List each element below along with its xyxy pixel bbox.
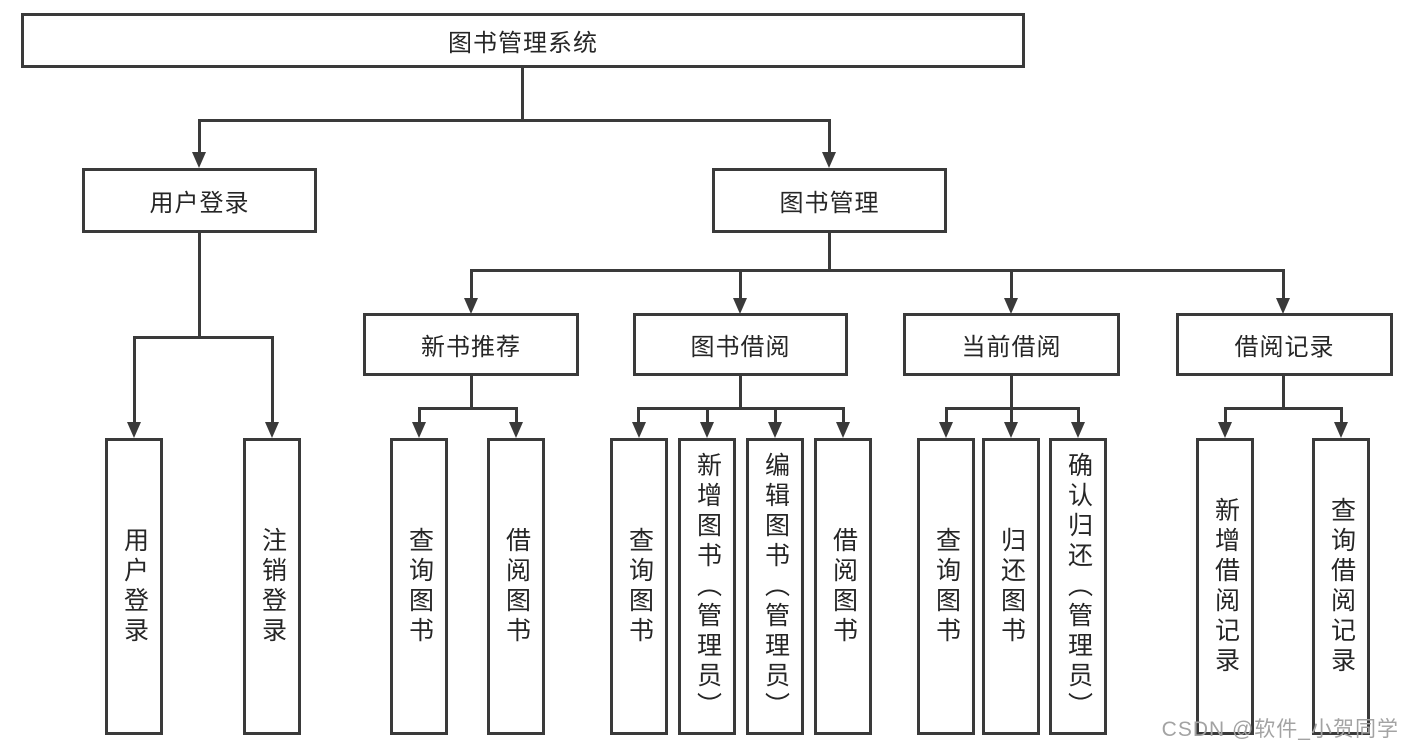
arrow-down-icon: [464, 298, 478, 314]
connector-line: [828, 119, 831, 153]
arrow-down-icon: [1071, 422, 1085, 438]
connector-line: [470, 376, 473, 409]
leaf-label: 用户登录: [120, 526, 149, 647]
arrow-down-icon: [192, 152, 206, 168]
connector-line: [418, 407, 421, 423]
connector-line: [521, 68, 524, 120]
node-borrow-records: 借阅记录: [1176, 313, 1393, 376]
node-book-management-system: 图书管理系统: [21, 13, 1025, 68]
connector-line: [198, 119, 831, 122]
leaf-query-books-current: 查询图书: [917, 438, 975, 735]
connector-line: [1282, 269, 1285, 299]
watermark: CSDN @软件_小贺同学: [1161, 718, 1399, 741]
leaf-label: 注销登录: [258, 526, 287, 647]
leaf-borrow-books-borrow: 借阅图书: [814, 438, 872, 735]
leaf-label: 编辑图书（管理员）: [761, 451, 790, 722]
leaf-label: 确认归还（管理员）: [1064, 451, 1093, 722]
arrow-down-icon: [822, 152, 836, 168]
connector-line: [418, 407, 518, 410]
leaf-borrow-books-recommend: 借阅图书: [487, 438, 545, 735]
connector-line: [1224, 407, 1342, 410]
arrow-down-icon: [1004, 298, 1018, 314]
connector-line: [515, 407, 518, 423]
arrow-down-icon: [1334, 422, 1348, 438]
connector-line: [271, 336, 274, 423]
node-current-borrow: 当前借阅: [903, 313, 1120, 376]
arrow-down-icon: [1004, 422, 1018, 438]
connector-line: [1224, 407, 1227, 423]
connector-line: [774, 407, 777, 423]
connector-line: [198, 233, 201, 339]
leaf-label: 查询图书: [625, 526, 654, 647]
leaf-query-borrow-record: 查询借阅记录: [1312, 438, 1370, 735]
arrow-down-icon: [127, 422, 141, 438]
arrow-down-icon: [632, 422, 646, 438]
connector-line: [1340, 407, 1343, 423]
connector-line: [133, 336, 274, 339]
connector-line: [637, 407, 845, 410]
connector-line: [739, 376, 742, 409]
arrow-down-icon: [836, 422, 850, 438]
connector-line: [945, 407, 948, 423]
leaf-label: 借阅图书: [502, 526, 531, 647]
connector-line: [133, 336, 136, 423]
leaf-label: 借阅图书: [829, 526, 858, 647]
connector-line: [739, 269, 742, 299]
leaf-label: 查询图书: [405, 526, 434, 647]
node-new-book-recommend: 新书推荐: [363, 313, 579, 376]
leaf-add-borrow-record: 新增借阅记录: [1196, 438, 1254, 735]
leaf-label: 新增图书（管理员）: [693, 451, 722, 722]
arrow-down-icon: [1276, 298, 1290, 314]
leaf-confirm-return-admin: 确认归还（管理员）: [1049, 438, 1107, 735]
node-user-login: 用户登录: [82, 168, 317, 233]
leaf-label: 新增借阅记录: [1211, 496, 1240, 677]
arrow-down-icon: [1218, 422, 1232, 438]
leaf-label: 查询图书: [932, 526, 961, 647]
node-book-borrow: 图书借阅: [633, 313, 848, 376]
arrow-down-icon: [768, 422, 782, 438]
connector-line: [1010, 407, 1013, 423]
connector-line: [198, 119, 201, 153]
leaf-logout: 注销登录: [243, 438, 301, 735]
leaf-edit-book-admin: 编辑图书（管理员）: [746, 438, 804, 735]
arrow-down-icon: [265, 422, 279, 438]
arrow-down-icon: [509, 422, 523, 438]
node-book-management: 图书管理: [712, 168, 947, 233]
connector-line: [470, 269, 1285, 272]
connector-line: [706, 407, 709, 423]
leaf-label: 归还图书: [997, 526, 1026, 647]
connector-line: [637, 407, 640, 423]
leaf-label: 查询借阅记录: [1327, 496, 1356, 677]
connector-line: [842, 407, 845, 423]
connector-line: [470, 269, 473, 299]
connector-line: [1010, 376, 1013, 409]
leaf-return-books: 归还图书: [982, 438, 1040, 735]
connector-line: [1077, 407, 1080, 423]
connector-line: [1010, 269, 1013, 299]
leaf-query-books-borrow: 查询图书: [610, 438, 668, 735]
connector-line: [828, 233, 831, 272]
connector-line: [1282, 376, 1285, 409]
leaf-add-book-admin: 新增图书（管理员）: [678, 438, 736, 735]
arrow-down-icon: [700, 422, 714, 438]
leaf-query-books-recommend: 查询图书: [390, 438, 448, 735]
arrow-down-icon: [939, 422, 953, 438]
arrow-down-icon: [412, 422, 426, 438]
arrow-down-icon: [733, 298, 747, 314]
leaf-user-login: 用户登录: [105, 438, 163, 735]
